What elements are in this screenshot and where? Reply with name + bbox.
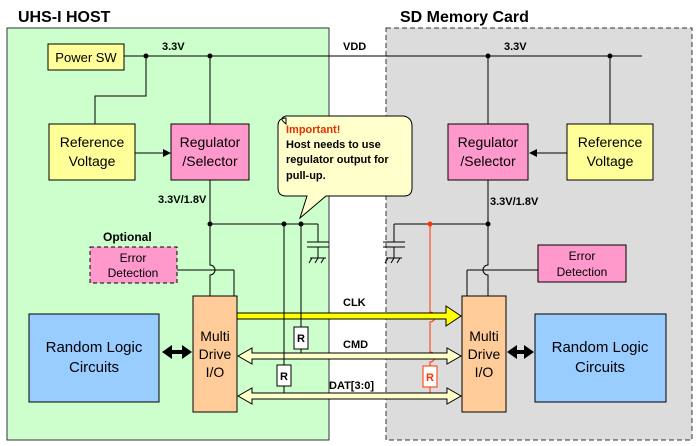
callout-line3: pull-up. xyxy=(286,170,326,182)
clk-label: CLK xyxy=(343,297,366,309)
card-reg-line2: /Selector xyxy=(460,153,516,169)
card-random-logic-block xyxy=(534,313,667,403)
host-ref-line1: Reference xyxy=(60,134,125,150)
card-error-line1: Error xyxy=(569,249,596,263)
card-logic-line2: Circuits xyxy=(575,359,625,376)
callout-line2: regulator output for xyxy=(286,154,389,166)
host-ref-line2: Voltage xyxy=(69,153,116,169)
host-multi-drive-io-block xyxy=(192,295,238,413)
card-title: SD Memory Card xyxy=(400,9,529,26)
host-reg-out-label: 3.3V/1.8V xyxy=(158,194,207,206)
card-3v3-label: 3.3V xyxy=(504,41,527,53)
cmd-label: CMD xyxy=(343,339,368,351)
power-switch-label: Power SW xyxy=(55,50,117,65)
host-ground xyxy=(308,257,313,264)
card-reg-out-label: 3.3V/1.8V xyxy=(490,196,539,208)
host-logic-line2: Circuits xyxy=(69,359,119,376)
important-callout xyxy=(277,115,413,220)
callout-line1: Host needs to use xyxy=(286,139,381,151)
card-error-detection-block xyxy=(537,244,627,283)
card-io-line2: Drive xyxy=(468,346,501,362)
vdd-label: VDD xyxy=(343,41,366,53)
host-error-line2: Detection xyxy=(108,266,159,280)
card-error-line2: Detection xyxy=(557,265,608,279)
host-title: UHS-I HOST xyxy=(18,9,111,26)
host-random-logic-block xyxy=(28,313,160,403)
card-logic-io-arrow xyxy=(507,345,534,359)
optional-label: Optional xyxy=(103,230,152,244)
card-logic-line1: Random Logic xyxy=(552,339,649,356)
card-ref-line2: Voltage xyxy=(587,153,634,169)
host-reg-line2: /Selector xyxy=(182,153,238,169)
card-ref-line1: Reference xyxy=(578,134,643,150)
host-dat-resistor-label: R xyxy=(280,371,288,383)
host-regulator-block xyxy=(170,123,250,181)
host-cmd-resistor-label: R xyxy=(297,333,305,345)
host-ground xyxy=(314,257,319,264)
card-ground xyxy=(384,257,389,264)
card-multi-drive-io-block xyxy=(461,295,507,413)
clk-arrow xyxy=(236,305,462,327)
card-dat-resistor-label: R xyxy=(426,372,434,384)
dat-label: DAT[3:0] xyxy=(329,380,374,392)
card-ground xyxy=(390,257,395,264)
cmd-arrow xyxy=(236,347,463,365)
host-error-line1: Error xyxy=(120,251,147,265)
dat-arrow xyxy=(236,387,463,405)
host-error-detection-block xyxy=(89,246,178,284)
card-ground xyxy=(396,257,401,264)
host-io-line1: Multi xyxy=(200,328,230,344)
card-reg-line1: Regulator xyxy=(458,134,519,150)
host-3v3-label: 3.3V xyxy=(162,41,185,53)
host-io-line3: I/O xyxy=(206,364,225,380)
host-reference-voltage-block xyxy=(48,123,136,181)
card-reference-voltage-block xyxy=(566,123,654,181)
host-io-line2: Drive xyxy=(199,346,232,362)
card-io-line3: I/O xyxy=(475,364,494,380)
host-logic-line1: Random Logic xyxy=(46,339,143,356)
power-switch-block xyxy=(47,43,125,71)
host-logic-io-arrow xyxy=(162,345,192,359)
host-ref-supply-wire xyxy=(94,56,147,124)
host-reg-line1: Regulator xyxy=(180,134,241,150)
callout-important: Important! xyxy=(286,124,340,136)
host-ground xyxy=(320,257,325,264)
card-regulator-block xyxy=(447,123,529,181)
card-io-line1: Multi xyxy=(469,328,499,344)
